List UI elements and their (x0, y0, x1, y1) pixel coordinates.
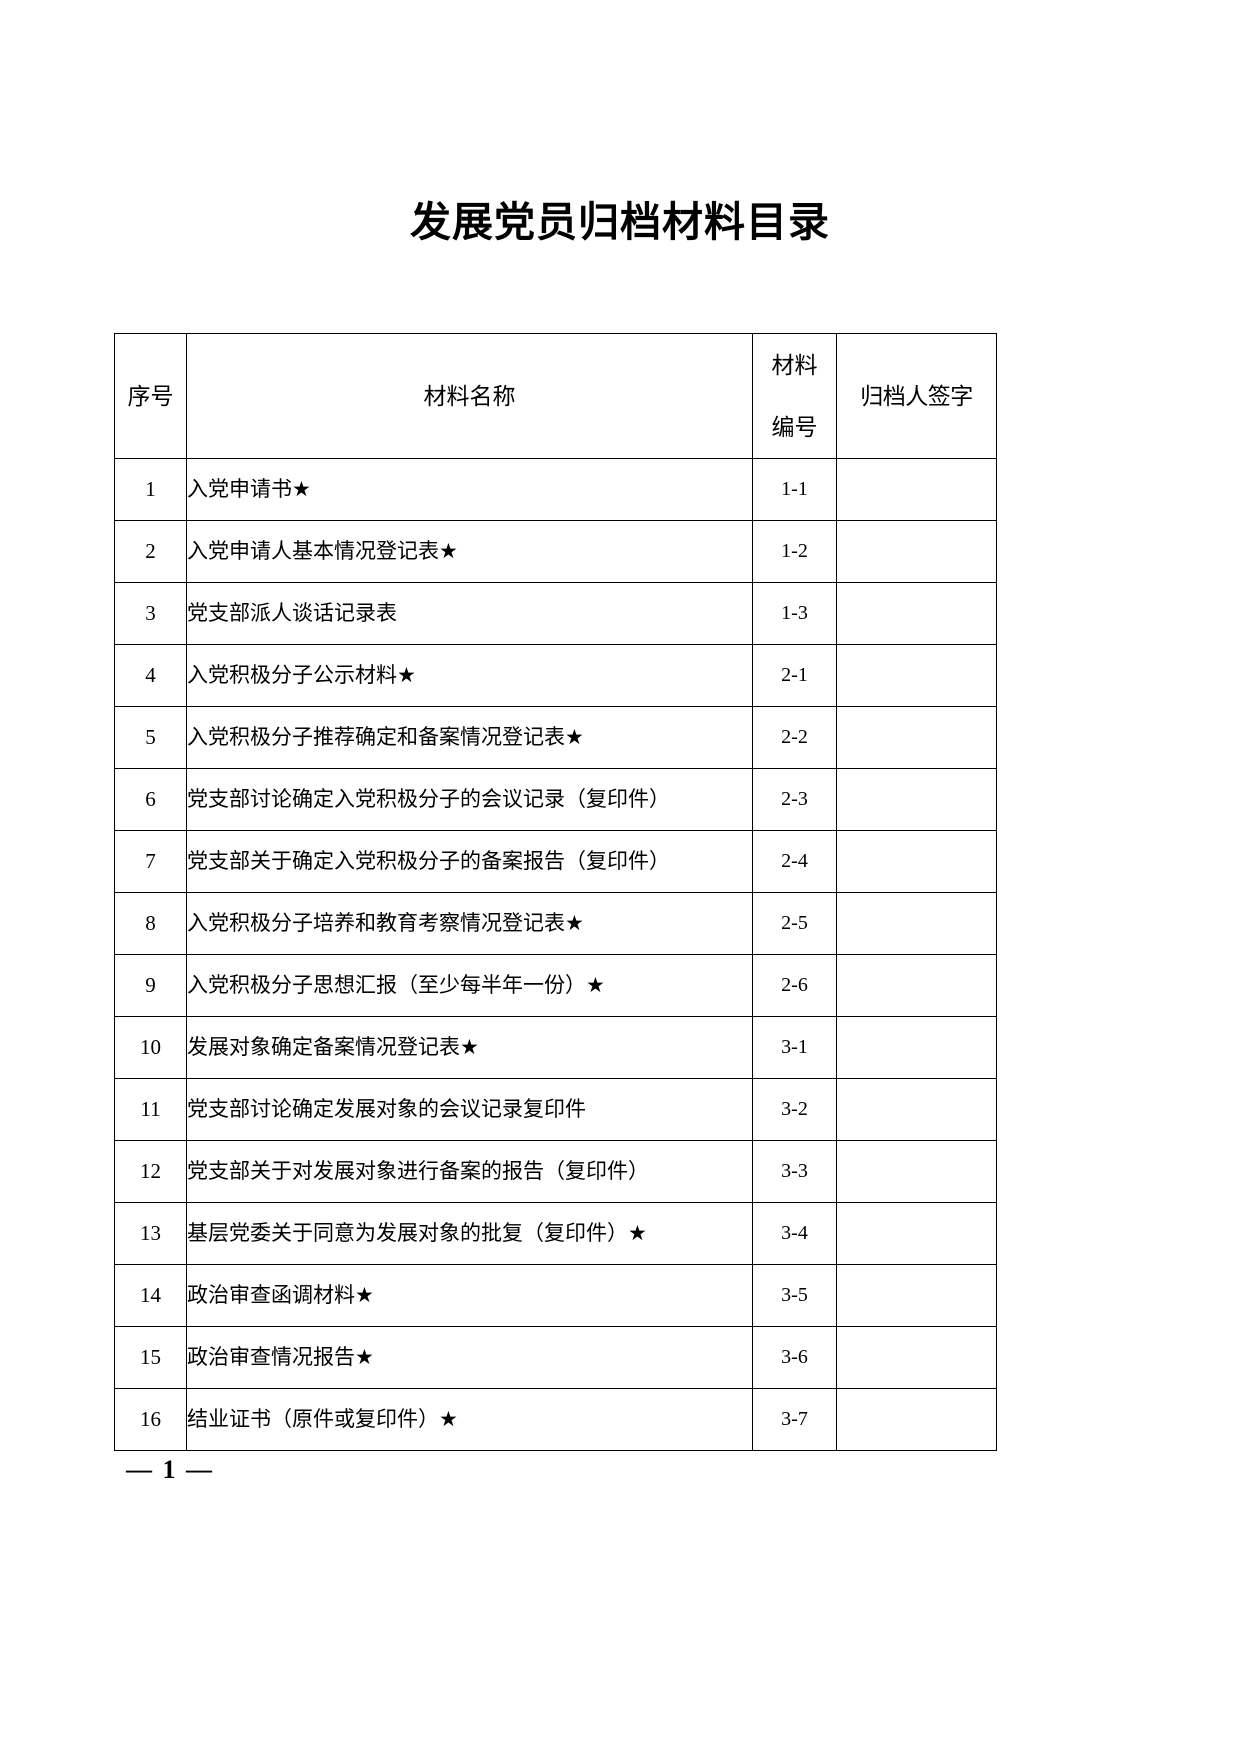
cell-material-name: 入党申请书★ (186, 458, 753, 521)
cell-index: 15 (114, 1326, 187, 1389)
cell-archivist-signature[interactable] (836, 1140, 997, 1203)
cell-archivist-signature[interactable] (836, 644, 997, 707)
column-header-archivist-signature: 归档人签字 (836, 333, 997, 459)
cell-material-name: 入党积极分子公示材料★ (186, 644, 753, 707)
cell-archivist-signature[interactable] (836, 954, 997, 1017)
cell-material-name: 党支部关于对发展对象进行备案的报告（复印件） (186, 1140, 753, 1203)
cell-index: 9 (114, 954, 187, 1017)
cell-material-name: 发展对象确定备案情况登记表★ (186, 1016, 753, 1079)
column-header-material-name: 材料名称 (186, 333, 753, 459)
cell-material-code: 3-7 (752, 1388, 837, 1451)
column-header-material-code-line2: 编号 (771, 414, 818, 440)
cell-archivist-signature[interactable] (836, 892, 997, 955)
cell-material-code: 3-1 (752, 1016, 837, 1079)
page-number-footer: — 1 — (126, 1455, 214, 1484)
cell-material-code: 3-2 (752, 1078, 837, 1141)
cell-material-name: 党支部讨论确定入党积极分子的会议记录（复印件） (186, 768, 753, 831)
cell-index: 4 (114, 644, 187, 707)
cell-material-code: 1-2 (752, 520, 837, 583)
cell-material-code: 3-4 (752, 1202, 837, 1265)
cell-index: 16 (114, 1388, 187, 1451)
cell-index: 5 (114, 706, 187, 769)
cell-index: 2 (114, 520, 187, 583)
page-title: 发展党员归档材料目录 (410, 199, 830, 245)
cell-archivist-signature[interactable] (836, 1264, 997, 1327)
cell-material-code: 2-2 (752, 706, 837, 769)
cell-material-name: 入党积极分子思想汇报（至少每半年一份）★ (186, 954, 753, 1017)
cell-index: 12 (114, 1140, 187, 1203)
cell-archivist-signature[interactable] (836, 1388, 997, 1451)
cell-material-code: 2-4 (752, 830, 837, 893)
cell-archivist-signature[interactable] (836, 582, 997, 645)
cell-material-name: 党支部关于确定入党积极分子的备案报告（复印件） (186, 830, 753, 893)
cell-material-name: 入党积极分子推荐确定和备案情况登记表★ (186, 706, 753, 769)
cell-index: 11 (114, 1078, 187, 1141)
cell-material-code: 2-1 (752, 644, 837, 707)
cell-archivist-signature[interactable] (836, 768, 997, 831)
cell-material-code: 3-5 (752, 1264, 837, 1327)
cell-archivist-signature[interactable] (836, 520, 997, 583)
cell-material-code: 3-3 (752, 1140, 837, 1203)
cell-index: 13 (114, 1202, 187, 1265)
cell-index: 1 (114, 458, 187, 521)
cell-material-name: 党支部派人谈话记录表 (186, 582, 753, 645)
cell-material-name: 基层党委关于同意为发展对象的批复（复印件）★ (186, 1202, 753, 1265)
cell-material-name: 政治审查情况报告★ (186, 1326, 753, 1389)
cell-material-code: 1-3 (752, 582, 837, 645)
cell-material-code: 2-6 (752, 954, 837, 1017)
cell-archivist-signature[interactable] (836, 830, 997, 893)
cell-index: 7 (114, 830, 187, 893)
cell-archivist-signature[interactable] (836, 1078, 997, 1141)
cell-material-name: 入党积极分子培养和教育考察情况登记表★ (186, 892, 753, 955)
cell-index: 10 (114, 1016, 187, 1079)
cell-index: 3 (114, 582, 187, 645)
cell-archivist-signature[interactable] (836, 1202, 997, 1265)
cell-material-code: 2-3 (752, 768, 837, 831)
cell-material-name: 入党申请人基本情况登记表★ (186, 520, 753, 583)
cell-index: 6 (114, 768, 187, 831)
cell-archivist-signature[interactable] (836, 458, 997, 521)
cell-archivist-signature[interactable] (836, 1016, 997, 1079)
cell-archivist-signature[interactable] (836, 706, 997, 769)
cell-material-code: 1-1 (752, 458, 837, 521)
column-header-material-code: 材料 编号 (752, 333, 837, 459)
column-header-material-code-line1: 材料 (771, 352, 818, 378)
cell-material-code: 3-6 (752, 1326, 837, 1389)
cell-index: 14 (114, 1264, 187, 1327)
cell-material-code: 2-5 (752, 892, 837, 955)
column-header-index: 序号 (114, 333, 187, 459)
cell-material-name: 政治审查函调材料★ (186, 1264, 753, 1327)
cell-material-name: 党支部讨论确定发展对象的会议记录复印件 (186, 1078, 753, 1141)
header-row: 序号 材料名称 材料 编号 归档人签字 (114, 333, 997, 459)
cell-index: 8 (114, 892, 187, 955)
cell-material-name: 结业证书（原件或复印件）★ (186, 1388, 753, 1451)
table-header: 序号 材料名称 材料 编号 归档人签字 (114, 333, 997, 459)
cell-archivist-signature[interactable] (836, 1326, 997, 1389)
